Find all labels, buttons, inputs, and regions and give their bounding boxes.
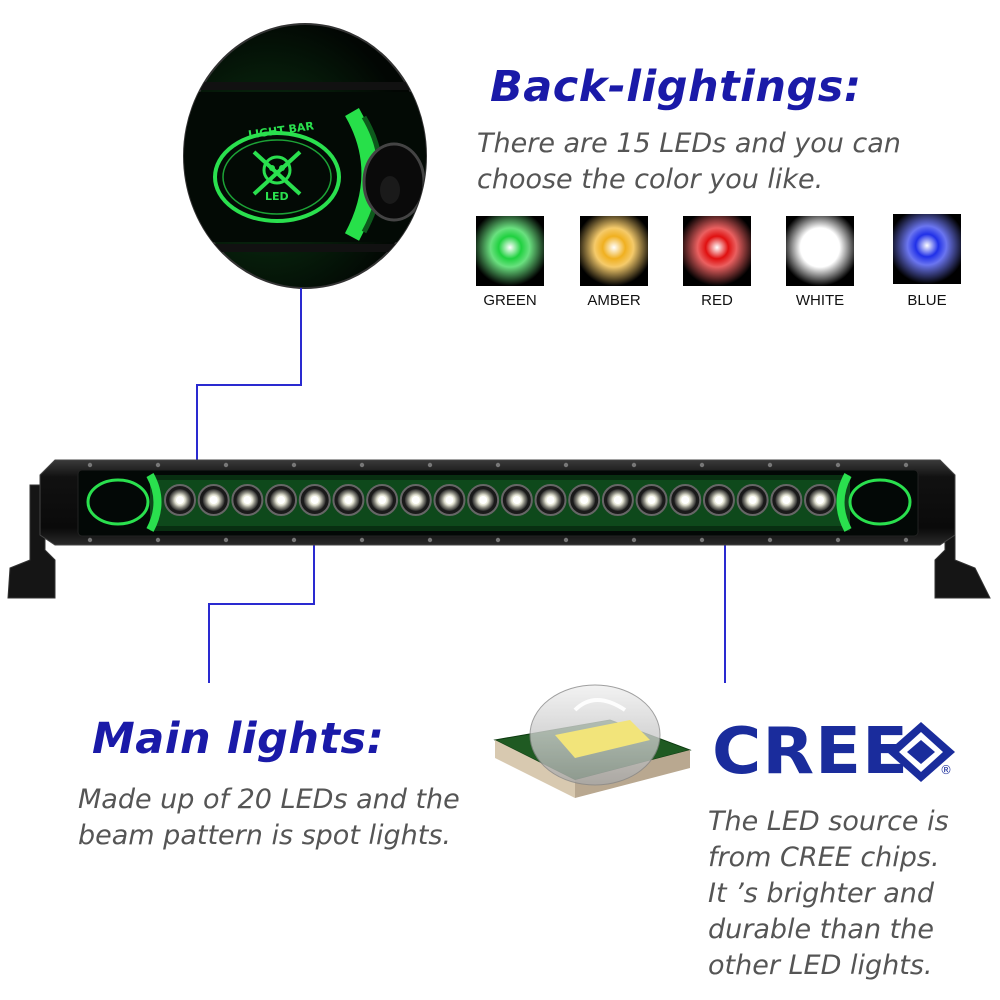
color-swatch-amber xyxy=(580,216,648,286)
callout-line-backlight-v2 xyxy=(196,384,198,484)
main-led xyxy=(500,484,533,516)
housing-rivet xyxy=(631,537,637,543)
main-led xyxy=(736,484,769,516)
main-led xyxy=(164,484,196,516)
callout-line-backlight-h xyxy=(196,384,302,386)
housing-rivet xyxy=(223,462,229,468)
color-label-blue: BLUE xyxy=(907,292,947,309)
main-led xyxy=(635,484,668,516)
main-led xyxy=(467,484,500,516)
backlighting-desc-line2: choose the color you like. xyxy=(477,164,824,195)
callout-line-main-h xyxy=(208,603,315,605)
main-led xyxy=(399,484,432,516)
housing-rivet xyxy=(359,462,365,468)
housing-rivet xyxy=(903,537,909,543)
main-led xyxy=(804,484,836,516)
housing-rivet xyxy=(427,462,433,468)
housing-rivet xyxy=(223,537,229,543)
housing-rivet xyxy=(767,462,773,468)
cree-desc-line3: It ’s brighter and xyxy=(708,878,935,909)
cree-desc-line4: durable than the xyxy=(708,914,934,945)
housing-rivet xyxy=(291,537,297,543)
main-led xyxy=(702,484,735,516)
zoom-badge-bottom-text: LED xyxy=(265,190,289,203)
cree-led-chip-image xyxy=(493,684,692,798)
color-label-green: GREEN xyxy=(483,292,537,309)
main-lights-desc-line1: Made up of 20 LEDs and the xyxy=(78,784,460,815)
cree-desc-line5: other LED lights. xyxy=(708,950,933,981)
cree-logo-text: CREE xyxy=(712,715,910,789)
color-label-red: RED xyxy=(701,292,733,309)
housing-rivet xyxy=(835,537,841,543)
main-led xyxy=(601,484,634,516)
cree-desc-line2: from CREE chips. xyxy=(708,842,940,873)
color-swatch-blue xyxy=(893,214,961,284)
main-led xyxy=(669,484,702,516)
housing-rivet xyxy=(699,462,705,468)
backlighting-desc-line1: There are 15 LEDs and you can xyxy=(477,128,901,159)
main-led xyxy=(332,484,365,516)
cree-registered-mark: ® xyxy=(940,763,952,777)
housing-rivet xyxy=(155,537,161,543)
color-swatch-green xyxy=(476,216,544,286)
housing-rivet xyxy=(291,462,297,468)
housing-rivet xyxy=(427,537,433,543)
color-swatch-white xyxy=(786,216,854,286)
main-led xyxy=(433,484,466,516)
main-led xyxy=(568,484,601,516)
main-led xyxy=(366,484,399,516)
main-led xyxy=(534,484,567,516)
housing-rivet xyxy=(835,462,841,468)
color-swatch-red xyxy=(683,216,751,286)
main-led xyxy=(197,484,230,516)
callout-line-main-v2 xyxy=(208,603,210,683)
color-label-amber: AMBER xyxy=(587,292,641,309)
housing-rivet xyxy=(87,537,93,543)
housing-rivet xyxy=(359,537,365,543)
cree-desc-line1: The LED source is xyxy=(708,806,949,837)
color-label-white: WHITE xyxy=(795,292,845,309)
housing-rivet xyxy=(155,462,161,468)
backlighting-heading: Back-lightings: xyxy=(490,62,862,112)
main-lights-desc-line2: beam pattern is spot lights. xyxy=(78,820,451,851)
housing-rivet xyxy=(87,462,93,468)
callout-line-cree xyxy=(724,505,726,683)
housing-rivet xyxy=(495,462,501,468)
housing-rivet xyxy=(903,462,909,468)
backlight-zoom-circle xyxy=(183,23,427,289)
callout-line-backlight-v1 xyxy=(300,288,302,386)
callout-line-main-v1 xyxy=(313,505,315,605)
main-lights-heading: Main lights: xyxy=(92,714,385,764)
housing-rivet xyxy=(767,537,773,543)
main-led xyxy=(265,484,298,516)
main-led xyxy=(298,484,331,516)
housing-rivet xyxy=(699,537,705,543)
housing-rivet xyxy=(631,462,637,468)
main-led xyxy=(231,484,264,516)
cree-diamond-logo-icon xyxy=(887,722,955,782)
led-light-bar xyxy=(7,459,991,599)
housing-rivet xyxy=(563,537,569,543)
housing-rivet xyxy=(563,462,569,468)
housing-rivet xyxy=(495,537,501,543)
main-led xyxy=(770,484,803,516)
